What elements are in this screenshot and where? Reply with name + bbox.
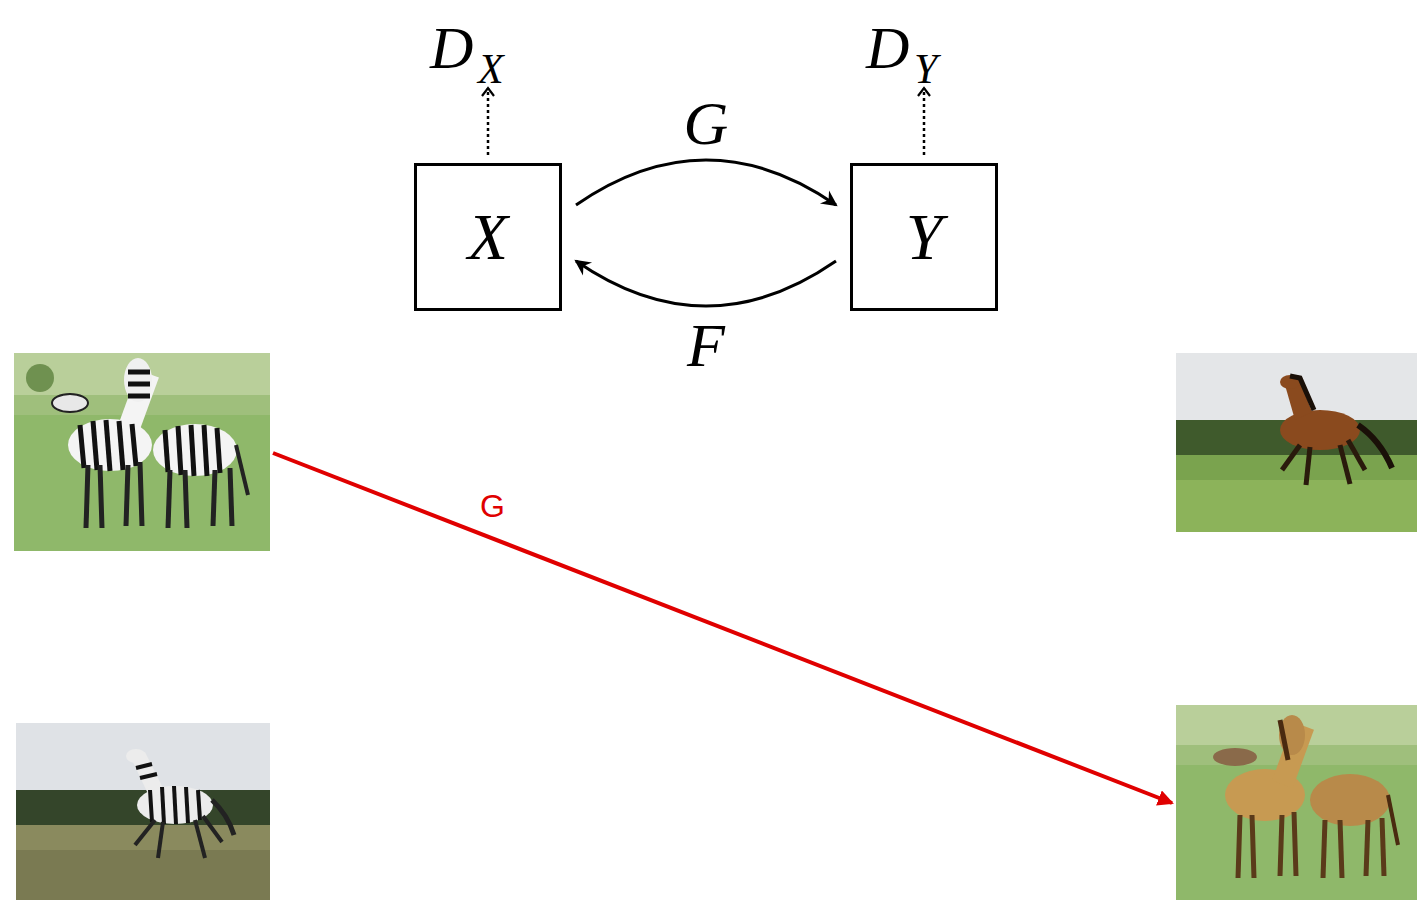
generator-label: F: [687, 314, 725, 376]
mapping-curve: [576, 160, 836, 205]
subscript-label: X: [478, 48, 504, 90]
domain-box: Y: [850, 163, 998, 311]
generator-label: G: [684, 92, 729, 154]
mapping-curve: [576, 261, 836, 306]
domain-box: X: [414, 163, 562, 311]
subscript-label: Y: [914, 48, 937, 90]
mapping-label: G: [480, 490, 505, 522]
domain-label: X: [468, 204, 508, 270]
horse-photo: [1176, 353, 1417, 532]
dotted-arrow: [923, 88, 926, 155]
discriminator-label: D: [430, 18, 473, 78]
dotted-arrow: [487, 88, 490, 155]
generated-horse-photo: [1176, 705, 1417, 900]
discriminator-label: D: [866, 18, 909, 78]
domain-label: Y: [906, 204, 943, 270]
zebra-photo: [16, 723, 270, 900]
zebra-photo: [14, 353, 270, 551]
mapping-arrow: [273, 453, 1172, 803]
